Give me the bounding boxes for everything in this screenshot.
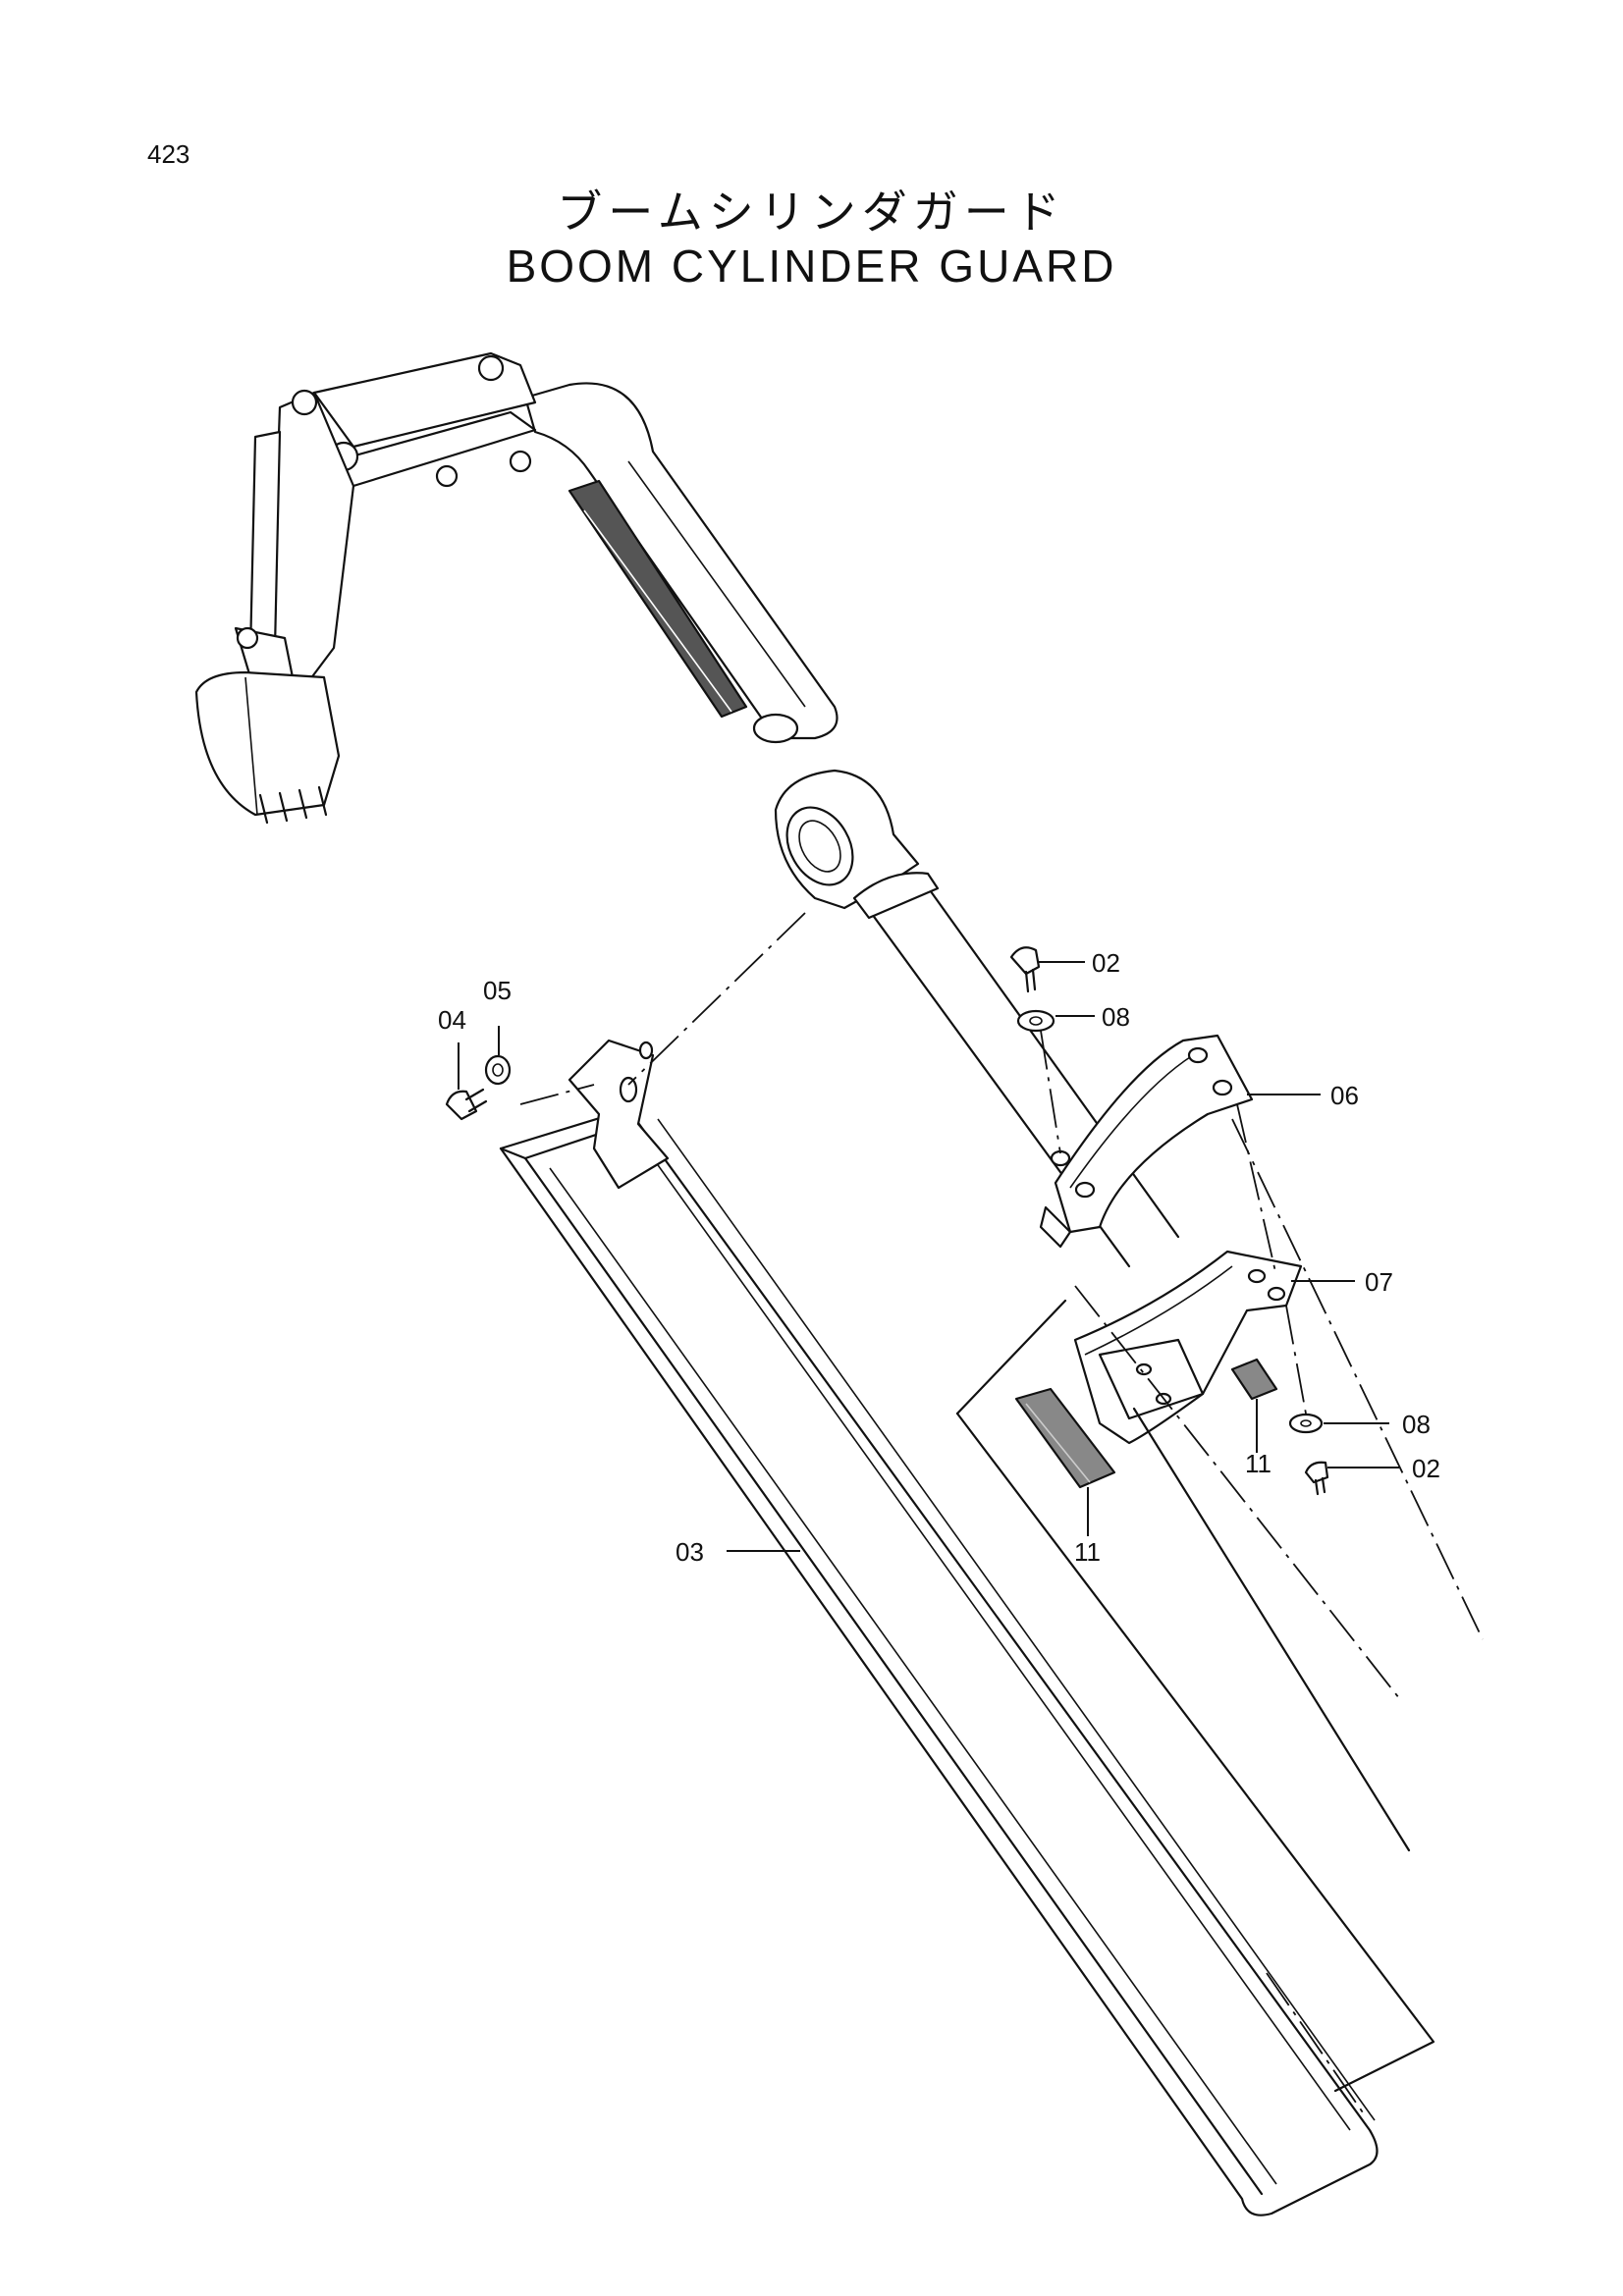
washer-08-top — [1016, 1009, 1055, 1033]
bolt-04 — [445, 1088, 488, 1121]
callout-02-top: 02 — [1092, 948, 1120, 978]
callout-02-bottom: 02 — [1412, 1454, 1440, 1483]
phantom-assembly-outline — [955, 1299, 1435, 2093]
boom-outline — [523, 382, 839, 740]
bucket-outline — [194, 670, 341, 817]
boom-cylinder — [774, 769, 1180, 1268]
callout-03: 03 — [676, 1537, 704, 1567]
callout-04: 04 — [438, 1005, 466, 1035]
centerlines — [519, 912, 1484, 2116]
bolt-02-top — [1009, 946, 1041, 993]
callout-11-right: 11 — [1245, 1449, 1271, 1478]
bolt-02-bottom — [1304, 1461, 1329, 1496]
leader-lines — [458, 961, 1399, 1552]
washer-05 — [484, 1054, 512, 1086]
rubber-pad-11-right — [1230, 1358, 1278, 1401]
callout-labels: 02 08 05 04 06 07 08 02 11 11 03 — [438, 948, 1440, 1567]
boom-cylinder-highlight — [568, 479, 748, 719]
band-07 — [1073, 1250, 1303, 1445]
callout-07: 07 — [1365, 1267, 1393, 1297]
washer-08-bottom — [1288, 1413, 1324, 1434]
band-06 — [1039, 1034, 1254, 1249]
rubber-pad-11-left — [1014, 1387, 1116, 1489]
callout-05: 05 — [483, 976, 512, 1005]
page-number: 423 — [147, 139, 190, 169]
excavator-attachment-illustration — [194, 351, 839, 825]
boom-cylinder-guard-03 — [499, 1039, 1379, 2216]
title-english: BOOM CYLINDER GUARD — [506, 240, 1117, 292]
callout-08-bottom: 08 — [1402, 1410, 1431, 1439]
guard-mounting-bracket — [568, 1039, 670, 1190]
callout-06: 06 — [1330, 1081, 1359, 1110]
title-japanese: ブームシリンダガード — [557, 186, 1066, 239]
callout-08-top: 08 — [1102, 1002, 1130, 1032]
callout-11-left: 11 — [1074, 1537, 1101, 1567]
